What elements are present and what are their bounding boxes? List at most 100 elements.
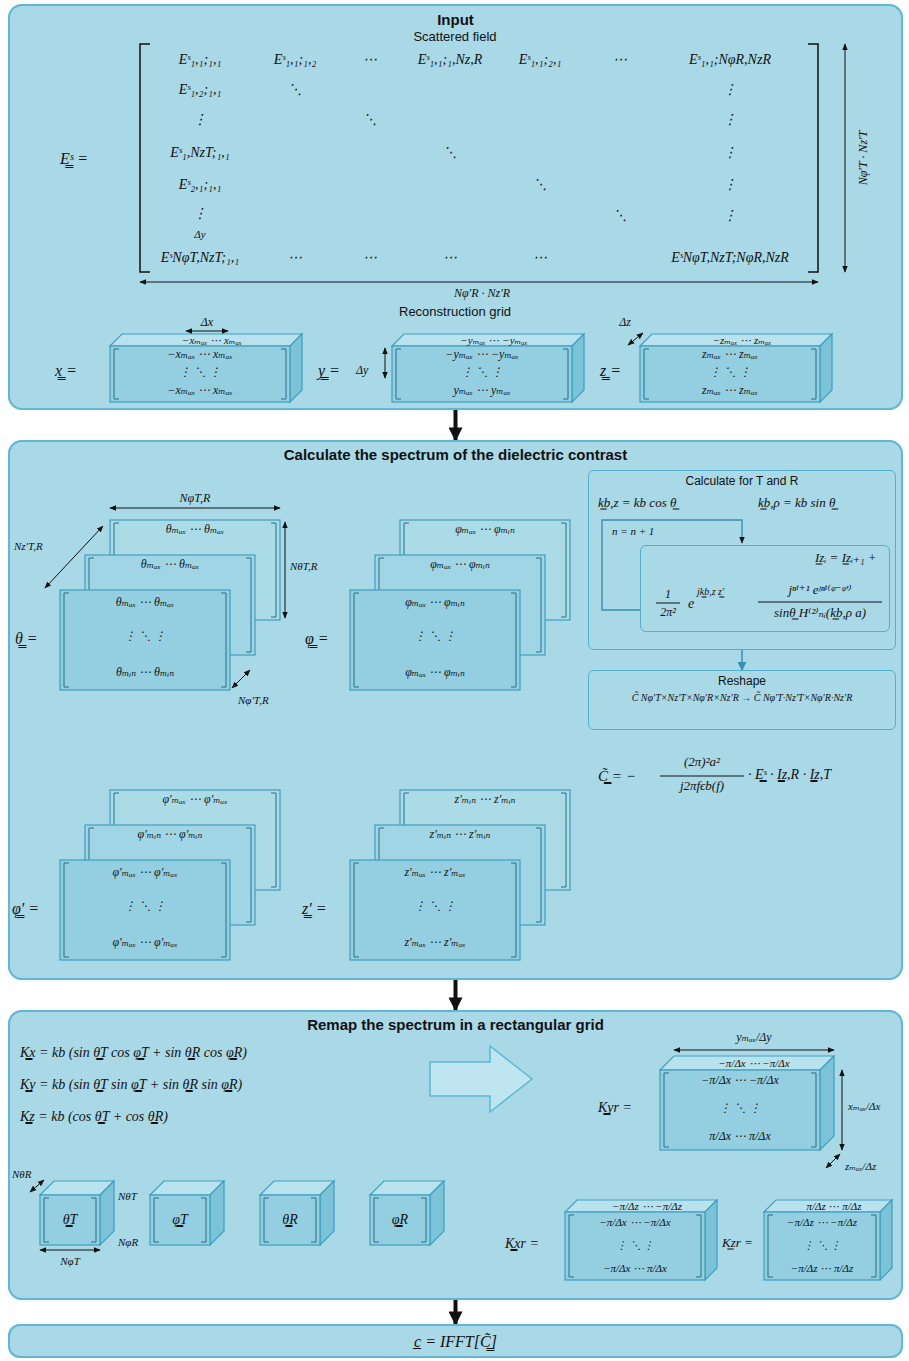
math-label: ⋯ xyxy=(613,52,627,67)
math-label: z̳′ = xyxy=(302,900,327,918)
math-label: Eˢ₁,₁;₂,₁ xyxy=(519,52,562,67)
math-label: −zₘₐₓ ⋯ zₘₐₓ xyxy=(713,334,772,346)
panel-fill xyxy=(8,4,903,410)
math-label: Nφ′R · Nz′R xyxy=(454,287,510,300)
math-label: xₘₐₓ/Δx xyxy=(848,1100,880,1112)
dimension-arrow xyxy=(232,670,250,688)
math-label: k̳b,z = kb cos θ̳ xyxy=(598,496,676,510)
math-label: ⋱ xyxy=(443,145,457,160)
matrix-bracket xyxy=(311,1198,316,1242)
matrix-bracket xyxy=(511,863,516,957)
cube-side xyxy=(210,1181,224,1245)
matrix-layer xyxy=(350,860,520,960)
dimension-arrow xyxy=(385,348,386,378)
math-label: ⋮ ⋱ ⋮ xyxy=(719,1102,761,1115)
dimension-arrow xyxy=(140,282,818,283)
math-label: z′ₘₐₓ ⋯ z′ₘₐₓ xyxy=(404,936,465,949)
box-title: Calculate the spectrum of the dielectric… xyxy=(16,446,895,464)
matrix-bracket xyxy=(561,793,566,887)
math-label: NφT xyxy=(60,1255,80,1267)
math-label: NφT,R xyxy=(180,492,211,505)
math-label: φ′ₘₐₓ ⋯ φ′ₘₐₓ xyxy=(112,866,177,879)
matrix-bracket xyxy=(808,44,818,272)
math-label: k̳b,ρ = kb sin θ̳ xyxy=(758,496,835,510)
math-label: −π/Δz ⋯ −π/Δz xyxy=(612,1200,682,1212)
matrix-cube xyxy=(260,1181,334,1245)
math-label: θₘₐₓ ⋯ θₘₐₓ xyxy=(116,596,174,609)
math-label: −yₘₐₓ ⋯ −yₘₐₓ xyxy=(445,348,518,361)
matrix-cube xyxy=(764,1200,892,1280)
dimension-arrow xyxy=(186,331,228,332)
matrix-bracket xyxy=(536,558,541,652)
math-label: π/Δx ⋯ π/Δx xyxy=(709,1130,770,1143)
matrix-bracket xyxy=(561,523,566,617)
section-label: Reconstruction grid xyxy=(399,305,511,319)
matrix-stack xyxy=(60,520,280,690)
panel-fill xyxy=(8,1010,903,1300)
math-label: ⋮ xyxy=(723,177,737,192)
dimension-arrow xyxy=(110,508,280,509)
math-label: 1 xyxy=(665,588,671,601)
panel-fill xyxy=(588,470,896,650)
matrix-bracket xyxy=(114,349,119,399)
math-label: −π/Δx ⋯ π/Δx xyxy=(603,1262,667,1274)
math-label: Eˢ₁,₁;NφR,NzR xyxy=(689,52,771,67)
math-label: −π/Δz ⋯ −π/Δz xyxy=(787,1216,857,1228)
dimension-arrow xyxy=(842,1070,843,1150)
cube-side xyxy=(290,334,302,402)
math-label: φ′ₘᵢₙ ⋯ φ′ₘᵢₙ xyxy=(138,828,203,841)
fraction-bar xyxy=(660,776,744,777)
flow-arrow xyxy=(454,410,458,440)
math-label: yₘₐₓ/Δy xyxy=(736,1031,771,1044)
matrix-layer xyxy=(60,860,230,960)
math-label: K̳xr = xyxy=(505,1236,539,1251)
math-label: ⋮ ⋱ ⋮ xyxy=(803,1239,842,1251)
math-label: φ′ₘₐₓ ⋯ φ′ₘₐₓ xyxy=(162,793,227,806)
matrix-bracket xyxy=(871,1215,876,1277)
math-label: ⋮ ⋱ ⋮ xyxy=(179,366,221,379)
panel-fill xyxy=(588,670,896,730)
math-label: ⋮ ⋱ ⋮ xyxy=(414,630,456,643)
matrix-bracket xyxy=(264,1198,269,1242)
matrix-cube xyxy=(640,334,832,402)
cube-side xyxy=(572,334,584,402)
cube-front xyxy=(660,1070,820,1150)
panel-fill xyxy=(8,440,903,980)
cube-top xyxy=(764,1200,892,1212)
matrix-cube xyxy=(150,1181,224,1245)
math-label: ⋱ xyxy=(533,177,547,192)
math-label: θ̳ = xyxy=(15,630,38,648)
matrix-cube xyxy=(40,1181,114,1245)
dimension-arrow xyxy=(826,1154,840,1168)
math-label: ⋮ ⋱ ⋮ xyxy=(124,900,166,913)
math-label: θₘₐₓ ⋯ θₘₐₓ xyxy=(141,558,199,571)
box-title: Calculate for T and R xyxy=(595,474,889,488)
math-label: y̳ = xyxy=(318,362,340,380)
matrix-layer xyxy=(60,590,230,690)
matrix-stack xyxy=(350,520,570,690)
matrix-cube xyxy=(392,334,584,402)
math-label: z′ₘₐₓ ⋯ z′ₘₐₓ xyxy=(404,866,465,879)
matrix-bracket xyxy=(281,349,286,399)
matrix-cube xyxy=(110,334,302,402)
box-formula: C̃ Nφ′T×Nz′T×Nφ′R×Nz′R → C̃ Nφ′T·Nz′T×Nφ… xyxy=(595,692,889,704)
matrix-bracket xyxy=(374,1198,379,1242)
matrix-bracket xyxy=(354,863,359,957)
matrix-bracket xyxy=(140,44,150,272)
math-label: ⋮ xyxy=(193,112,207,127)
math-label: −π/Δz ⋯ π/Δz xyxy=(791,1262,854,1274)
math-label: Eˢ₁,NzT;₁,₁ xyxy=(170,145,229,160)
math-label: ⋱ xyxy=(288,82,302,97)
math-label: ⋮ xyxy=(193,206,207,221)
math-label: Δy xyxy=(194,228,205,240)
matrix-bracket xyxy=(569,1215,574,1277)
math-label: −π/Δx ⋯ −π/Δx xyxy=(599,1216,670,1228)
math-label: EˢNφT,NzT;NφR,NzR xyxy=(671,250,789,265)
math-label: j2πfϵb(f) xyxy=(680,779,724,793)
math-label: ⋮ ⋱ ⋮ xyxy=(414,900,456,913)
matrix-stack xyxy=(60,790,280,960)
math-label: K̳z = kb (cos θ̳T + cos θ̳R) xyxy=(20,1109,168,1124)
matrix-bracket xyxy=(64,863,69,957)
math-label: Eˢ₁,₂;₁,₁ xyxy=(179,82,222,97)
